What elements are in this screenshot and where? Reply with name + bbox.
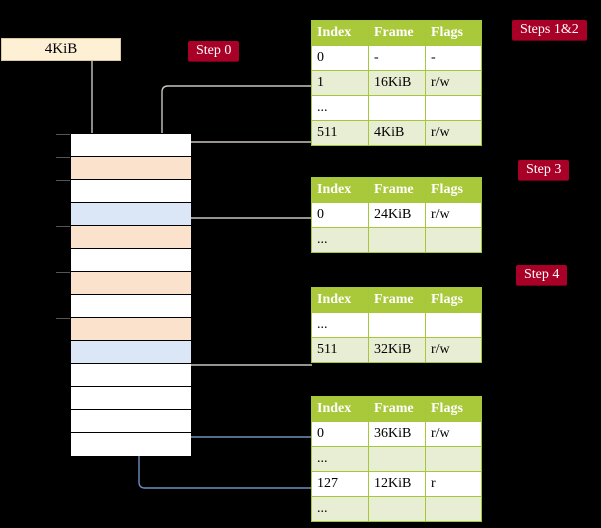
cell-frame (368, 446, 426, 472)
cell-frame: - (368, 45, 426, 71)
table-row: ... (311, 446, 482, 472)
cell-index: ... (311, 95, 369, 121)
cell-flags: - (425, 45, 482, 71)
memory-row (71, 318, 191, 341)
column-header-index: Index (311, 177, 369, 203)
memory-row (71, 410, 191, 433)
column-header-frame: Frame (368, 396, 426, 422)
cell-flags (425, 496, 482, 522)
table-row: 0 - - (311, 45, 482, 71)
cell-frame: 24KiB (368, 202, 426, 228)
cell-flags (425, 227, 482, 253)
table-header-row: Index Frame Flags (311, 396, 482, 422)
cell-index: 1 (311, 70, 369, 96)
column-header-flags: Flags (425, 20, 482, 46)
cell-frame: 16KiB (368, 70, 426, 96)
cell-index: 0 (311, 202, 369, 228)
memory-row (71, 134, 191, 157)
memory-row (71, 226, 191, 249)
table-header-row: Index Frame Flags (311, 287, 482, 313)
memory-row (71, 295, 191, 318)
cell-frame (368, 312, 426, 338)
column-header-index: Index (311, 396, 369, 422)
table-row: ... (311, 95, 482, 121)
memory-row (71, 249, 191, 272)
column-header-flags: Flags (425, 177, 482, 203)
physical-memory-column (70, 133, 191, 456)
cell-frame (368, 496, 426, 522)
cell-flags: r/w (425, 202, 482, 228)
memory-tick (56, 272, 70, 273)
table-row: ... (311, 496, 482, 522)
memory-row (71, 157, 191, 180)
memory-row (71, 387, 191, 410)
column-header-flags: Flags (425, 287, 482, 313)
memory-row (71, 433, 191, 456)
page-table-level-1: Index Frame Flags 0 36KiB r/w ... 127 12… (311, 396, 482, 522)
memory-tick (56, 134, 70, 135)
table-row: 1 16KiB r/w (311, 70, 482, 96)
column-header-frame: Frame (368, 177, 426, 203)
cell-flags (425, 312, 482, 338)
badge-steps-1-2: Steps 1&2 (512, 20, 587, 40)
table-row: 0 24KiB r/w (311, 202, 482, 228)
table-header-row: Index Frame Flags (311, 177, 482, 203)
cell-flags: r/w (425, 70, 482, 96)
badge-step-4: Step 4 (516, 265, 568, 285)
cell-flags: r/w (425, 421, 482, 447)
table-row: 511 32KiB r/w (311, 337, 482, 363)
memory-row (71, 203, 191, 226)
badge-step-3: Step 3 (518, 160, 570, 180)
table-row: ... (311, 312, 482, 338)
column-header-flags: Flags (425, 396, 482, 422)
cell-index: ... (311, 227, 369, 253)
memory-tick (56, 226, 70, 227)
column-header-index: Index (311, 20, 369, 46)
cell-index: 511 (311, 337, 369, 363)
cell-flags: r (425, 471, 482, 497)
cell-frame: 4KiB (368, 120, 426, 146)
memory-tick (56, 157, 70, 158)
cell-frame: 36KiB (368, 421, 426, 447)
table-row: 511 4KiB r/w (311, 120, 482, 146)
cell-index: 511 (311, 120, 369, 146)
table-header-row: Index Frame Flags (311, 20, 482, 46)
cell-frame: 12KiB (368, 471, 426, 497)
cell-index: 127 (311, 471, 369, 497)
memory-row (71, 341, 191, 364)
column-header-frame: Frame (368, 287, 426, 313)
cell-index: 0 (311, 421, 369, 447)
cell-frame (368, 95, 426, 121)
cell-index: ... (311, 496, 369, 522)
page-table-level-4: Index Frame Flags 0 - - 1 16KiB r/w ... (311, 20, 482, 146)
badge-step-0: Step 0 (188, 41, 240, 61)
memory-tick (56, 180, 70, 181)
page-table-level-2: Index Frame Flags ... 511 32KiB r/w (311, 287, 482, 363)
memory-row (71, 180, 191, 203)
cell-index: ... (311, 446, 369, 472)
memory-row (71, 272, 191, 295)
cell-flags: r/w (425, 120, 482, 146)
cell-frame (368, 227, 426, 253)
memory-row (71, 364, 191, 387)
page-table-level-3: Index Frame Flags 0 24KiB r/w ... (311, 177, 482, 253)
column-header-frame: Frame (368, 20, 426, 46)
table-row: 0 36KiB r/w (311, 421, 482, 447)
cell-flags: r/w (425, 337, 482, 363)
table-row: 127 12KiB r (311, 471, 482, 497)
cell-frame: 32KiB (368, 337, 426, 363)
memory-tick (56, 318, 70, 319)
cell-index: ... (311, 312, 369, 338)
page-4kib-box: 4KiB (1, 38, 121, 61)
table-row: ... (311, 227, 482, 253)
cell-index: 0 (311, 45, 369, 71)
cell-flags (425, 446, 482, 472)
cell-flags (425, 95, 482, 121)
column-header-index: Index (311, 287, 369, 313)
